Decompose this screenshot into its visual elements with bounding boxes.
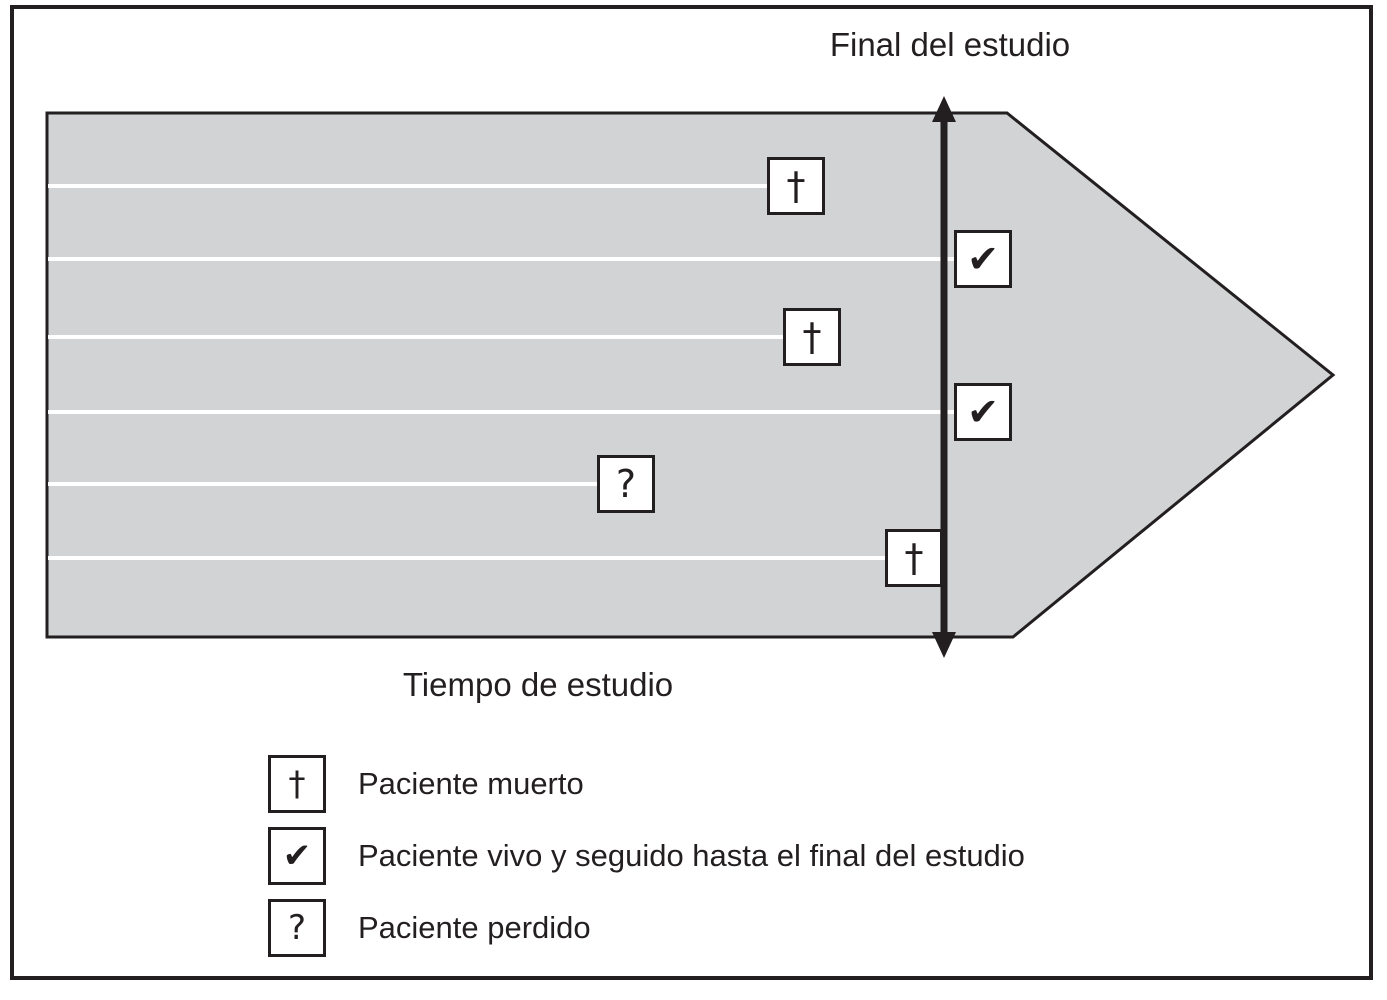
end-of-study-arrowhead-bottom-icon — [932, 632, 956, 658]
dagger-icon: † — [786, 164, 806, 208]
tiempo-de-estudio-label: Tiempo de estudio — [402, 666, 674, 703]
dagger-icon: † — [904, 536, 924, 580]
dagger-icon: † — [802, 315, 822, 359]
legend-item-dead: † Paciente muerto — [268, 755, 1025, 813]
legend-item-alive: ✔ Paciente vivo y seguido hasta el final… — [268, 827, 1025, 885]
legend-label-alive: Paciente vivo y seguido hasta el final d… — [358, 838, 1025, 873]
checkmark-icon: ✔ — [967, 390, 999, 434]
checkmark-icon: ✔ — [967, 237, 999, 281]
patient-4-alive-marker: ✔ — [954, 383, 1012, 441]
legend: † Paciente muerto ✔ Paciente vivo y segu… — [268, 755, 1025, 971]
patient-1-dead-marker: † — [767, 157, 825, 215]
patient-2-alive-marker: ✔ — [954, 230, 1012, 288]
patient-5-lost-marker: ? — [597, 455, 655, 513]
dagger-icon: † — [268, 755, 326, 813]
final-del-estudio-label: Final del estudio — [829, 26, 1071, 63]
legend-item-lost: ? Paciente perdido — [268, 899, 1025, 957]
patient-3-dead-marker: † — [783, 308, 841, 366]
question-mark-icon: ? — [268, 899, 326, 957]
checkmark-icon: ✔ — [268, 827, 326, 885]
legend-label-dead: Paciente muerto — [358, 766, 584, 801]
question-mark-icon: ? — [615, 462, 637, 506]
patient-6-dead-marker: † — [885, 529, 943, 587]
legend-label-lost: Paciente perdido — [358, 910, 591, 945]
end-of-study-arrowhead-top-icon — [932, 96, 956, 122]
